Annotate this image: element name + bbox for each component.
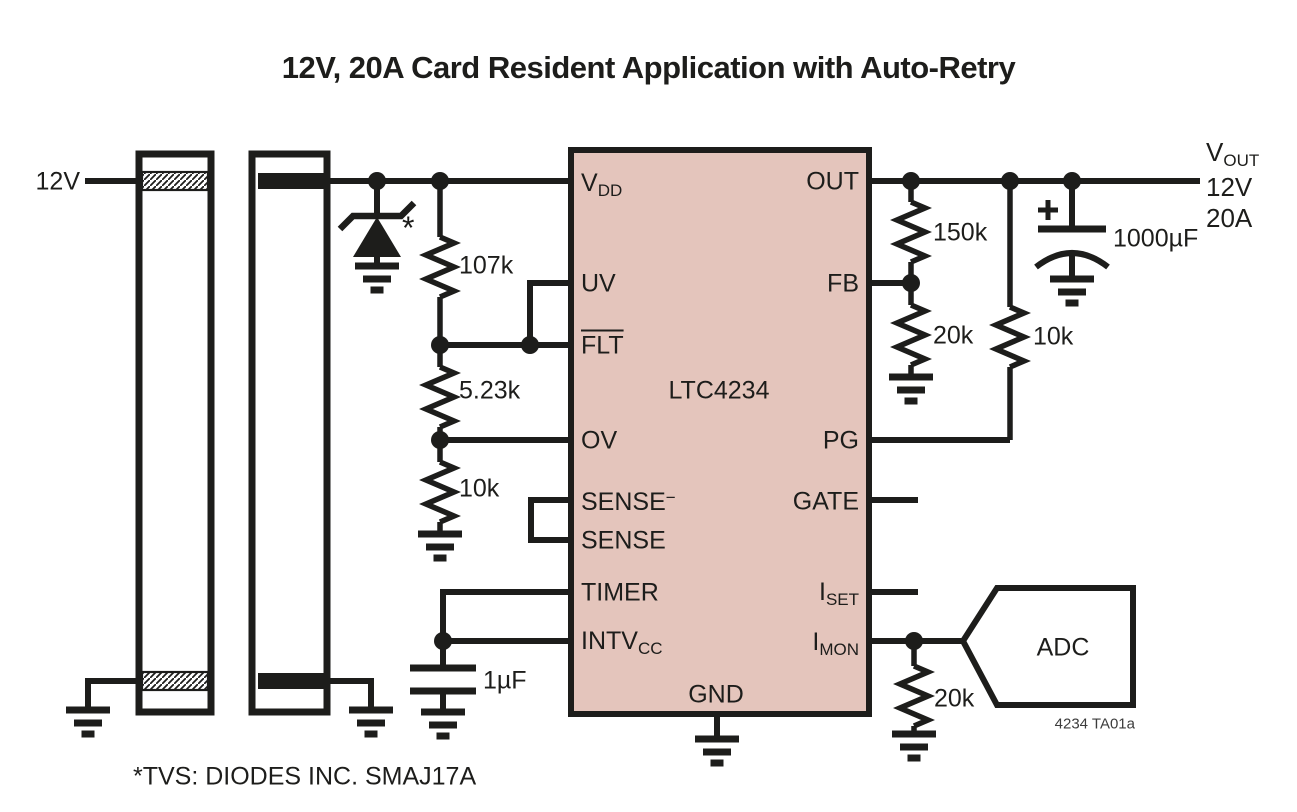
ic-pin-iset: ISET [818, 578, 859, 609]
ground-card [349, 706, 393, 738]
resistor-10k-ov [419, 440, 461, 534]
resistor-20k-imon-label: 20k [934, 684, 975, 713]
resistor-5.23k-label: 5.23k [459, 376, 521, 405]
ground-1uF [421, 708, 465, 740]
vout-current: 20A [1206, 203, 1253, 233]
junction-dots [368, 172, 1081, 650]
capacitor-1000uF-label: 1000µF [1113, 224, 1199, 253]
resistor-20k-imon [893, 641, 935, 734]
resistor-107k-label: 107k [459, 251, 514, 280]
ground-20k-fb [889, 373, 933, 405]
ic-pin-intvcc: INTVCC [581, 627, 663, 658]
ground-ic-gnd [695, 735, 739, 767]
ic-pin-vdd: VDD [581, 169, 623, 200]
diagram-title: 12V, 20A Card Resident Application with … [281, 50, 1016, 85]
resistor-20k-fb-label: 20k [933, 321, 974, 350]
wire-uv [527, 280, 568, 345]
adc-label: ADC [1036, 633, 1090, 662]
vout-voltage: 12V [1206, 172, 1253, 202]
card-contact-top [258, 173, 327, 189]
ground-backplane [66, 706, 110, 738]
tvs-diode [337, 200, 417, 257]
ic-pin-sense: SENSE [581, 526, 666, 555]
ic-pin-out: OUT [806, 167, 859, 196]
resistor-10k-pg-label: 10k [1033, 322, 1074, 351]
wire-backplane-ground [85, 678, 139, 710]
ground-20k-imon [892, 730, 936, 762]
resistor-20k-fb [890, 283, 932, 377]
ic-pin-pg: PG [822, 426, 859, 455]
ground-10k-ov [418, 530, 462, 562]
ic-pin-ov: OV [581, 426, 618, 455]
connector-contact-bottom [140, 670, 210, 692]
tvs-note: *TVS: DIODES INC. SMAJ17A [133, 762, 477, 791]
wire-card-ground [330, 678, 374, 710]
resistor-150k-label: 150k [933, 218, 988, 247]
ic-pin-sense-minus: SENSE− [581, 488, 676, 516]
ic-body [568, 147, 872, 717]
ic-pin-uv: UV [581, 269, 616, 298]
input-voltage-label: 12V [35, 167, 80, 196]
resistor-5.23k [419, 345, 461, 440]
ic-pin-imon: IMON [812, 628, 859, 659]
ic-pin-gnd: GND [688, 680, 744, 709]
capacitor-1uF-label: 1µF [483, 666, 527, 695]
adc-block [959, 585, 1136, 708]
ground-1000uF [1050, 275, 1094, 307]
ic-pin-timer: TIMER [581, 578, 659, 607]
connector-contact-top [140, 170, 210, 192]
ic-pin-fb: FB [827, 269, 859, 298]
capacitor-1uF [410, 664, 476, 695]
tvs-asterisk: * [402, 210, 415, 246]
ic-part-number: LTC4234 [668, 376, 770, 405]
wire-sense-loop [528, 497, 568, 543]
card-contact-bottom [258, 673, 327, 689]
figure-id: 4234 TA01a [1054, 715, 1135, 733]
resistor-10k-ov-label: 10k [459, 474, 500, 503]
plus-sign-icon [1038, 200, 1058, 220]
resistor-10k-pg [989, 181, 1031, 440]
resistor-150k [890, 181, 932, 283]
ground-tvs [355, 262, 399, 294]
resistor-107k [419, 184, 461, 345]
backplane-connector [135, 150, 215, 716]
capacitor-1000uF [1034, 200, 1110, 270]
wire-timer [440, 589, 568, 641]
vout-label: VOUT [1206, 137, 1260, 170]
card-connector [248, 150, 331, 716]
ic-pin-gate: GATE [792, 487, 859, 516]
ic-pin-flt: FLT [581, 331, 624, 360]
